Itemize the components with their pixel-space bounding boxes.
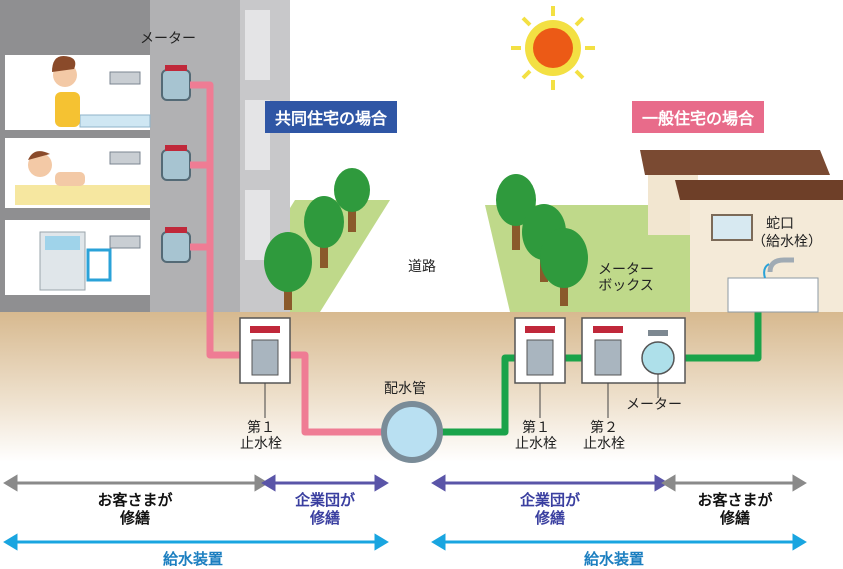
pink-pipe	[190, 81, 385, 436]
right-customer-line2: 修繕	[719, 509, 750, 527]
left-customer-repair: お客さまが 修繕	[80, 491, 190, 527]
faucet-sub-label: （給水栓）	[752, 234, 822, 250]
supply-equipment-left: 給水装置	[163, 550, 224, 568]
right-customer-repair: お客さまが 修繕	[680, 491, 790, 527]
meter-box-label-line1: メーター	[598, 262, 654, 278]
valve-box-right-1	[514, 317, 566, 384]
arrow-right-company	[431, 474, 669, 492]
right-company-line2: 修繕	[534, 509, 565, 527]
arrow-right-customer	[661, 474, 807, 492]
left-company-repair: 企業団が 修繕	[270, 491, 380, 527]
apartment-building	[0, 0, 290, 312]
meter-label-right: メーター	[626, 397, 682, 413]
valve2-right-line1: 第２	[590, 420, 618, 436]
distribution-pipe-label: 配水管	[384, 381, 426, 397]
supply-equipment-right: 給水装置	[584, 550, 645, 568]
shared-housing-badge: 共同住宅の場合	[265, 101, 398, 133]
faucet-label: 蛇口	[766, 216, 794, 232]
valve1-right-line2: 止水栓	[515, 436, 557, 453]
distribution-main	[381, 401, 443, 463]
left-customer-line1: お客さまが	[97, 491, 173, 509]
right-customer-line1: お客さまが	[697, 491, 773, 509]
left-customer-line2: 修繕	[119, 509, 150, 527]
arrow-left-company	[261, 474, 389, 492]
house	[640, 150, 843, 313]
valve1-right-label: 第１ 止水栓	[515, 420, 557, 452]
arrow-left-customer	[3, 474, 269, 492]
valve1-left-line2: 止水栓	[240, 436, 282, 453]
left-company-line2: 修繕	[309, 509, 340, 527]
arrow-supply-left	[3, 533, 389, 551]
road-label: 道路	[408, 259, 436, 275]
meter-label-top: メーター	[140, 31, 196, 47]
valve1-right-line1: 第１	[522, 420, 550, 436]
arrow-supply-right	[431, 533, 807, 551]
valve2-right-line2: 止水栓	[583, 436, 625, 453]
right-company-repair: 企業団が 修繕	[495, 491, 605, 527]
meter-box-label: メーター ボックス	[598, 262, 654, 294]
valve-box-left	[239, 317, 291, 384]
sun-icon	[511, 6, 595, 90]
valve1-left-label: 第１ 止水栓	[240, 420, 282, 452]
valve1-left-line1: 第１	[247, 420, 275, 436]
meter-box-label-line2: ボックス	[598, 278, 654, 295]
meter-box	[581, 317, 686, 384]
left-company-line1: 企業団が	[294, 491, 355, 509]
right-company-line1: 企業団が	[519, 491, 580, 509]
general-housing-badge: 一般住宅の場合	[632, 101, 765, 133]
trees	[264, 168, 588, 310]
valve2-right-label: 第２ 止水栓	[583, 420, 625, 452]
